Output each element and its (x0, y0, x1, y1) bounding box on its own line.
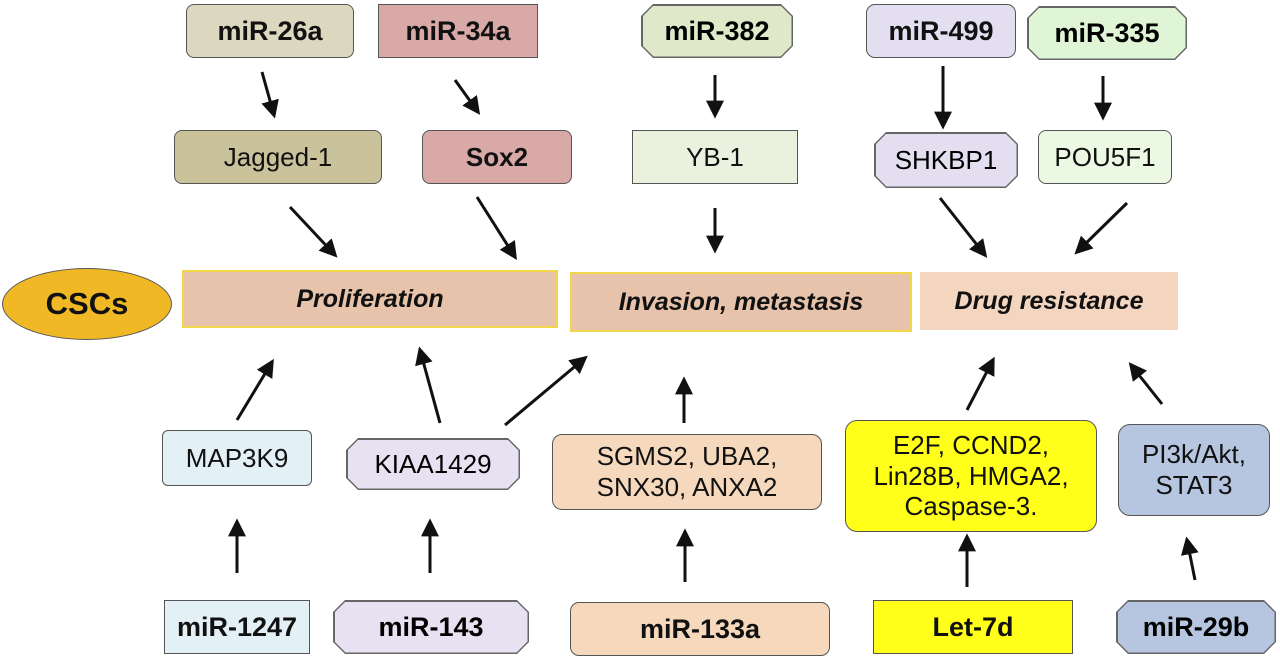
kiaa1429-label: KIAA1429 (374, 448, 492, 479)
e2f-line2: Lin28B, HMGA2, (873, 460, 1069, 491)
arrow-mir29b-pi3k (1180, 536, 1199, 581)
shkbp1-box: SHKBP1 (874, 132, 1018, 188)
kiaa1429-box: KIAA1429 (346, 438, 520, 490)
mir133a-box: miR-133a (570, 602, 830, 656)
mir335-label: miR-335 (1054, 17, 1160, 48)
pou5f1-label: POU5F1 (1054, 141, 1156, 172)
outcome-proliferation-label: Proliferation (296, 284, 444, 313)
jagged1-box: Jagged-1 (174, 130, 382, 184)
arrow-sox2-proliferation (475, 196, 517, 261)
map3k9-box: MAP3K9 (162, 430, 312, 486)
pi3k-line1: PI3k/Akt, (1141, 439, 1247, 470)
mir29b-label: miR-29b (1142, 611, 1250, 642)
mir499-label: miR-499 (888, 15, 994, 46)
mir499-box: miR-499 (866, 4, 1016, 58)
outcome-drug-label: Drug resistance (954, 286, 1144, 315)
sox2-label: Sox2 (465, 141, 529, 172)
mir143-label: miR-143 (378, 611, 484, 642)
yb1-box: YB-1 (632, 130, 798, 184)
mir26a-box: miR-26a (186, 4, 354, 58)
mir133a-label: miR-133a (639, 613, 761, 644)
let7d-box: Let-7d (873, 600, 1073, 654)
pou5f1-box: POU5F1 (1038, 130, 1172, 184)
sgms2-box: SGMS2, UBA2, SNX30, ANXA2 (552, 434, 822, 510)
outcome-drug-resistance: Drug resistance (920, 272, 1178, 330)
map3k9-label: MAP3K9 (185, 442, 289, 473)
arrow-pi3k-drug (1128, 362, 1164, 405)
cscs-ellipse: CSCs (2, 268, 172, 340)
arrow-mir34a-sox2 (453, 79, 481, 115)
sgms2-line1: SGMS2, UBA2, (596, 441, 778, 472)
sox2-box: Sox2 (422, 130, 572, 184)
pi3k-box: PI3k/Akt, STAT3 (1118, 424, 1270, 516)
jagged1-label: Jagged-1 (223, 141, 333, 172)
mir382-label: miR-382 (664, 15, 770, 46)
arrow-kiaa1429-invasion (504, 355, 588, 427)
pi3k-line2: STAT3 (1155, 470, 1233, 500)
mir1247-label: miR-1247 (176, 611, 298, 642)
arrow-kiaa1429-proliferation (415, 346, 442, 424)
let7d-label: Let-7d (932, 611, 1014, 642)
mir34a-label: miR-34a (405, 15, 511, 46)
mir26a-label: miR-26a (217, 15, 323, 46)
e2f-line1: E2F, CCND2, (892, 429, 1050, 460)
yb1-label: YB-1 (686, 141, 744, 172)
outcome-invasion: Invasion, metastasis (570, 272, 912, 332)
e2f-box: E2F, CCND2, Lin28B, HMGA2, Caspase-3. (845, 420, 1097, 532)
mir34a-box: miR-34a (378, 4, 538, 58)
mir1247-box: miR-1247 (164, 600, 310, 654)
outcome-invasion-label: Invasion, metastasis (618, 287, 864, 316)
arrow-shkbp1-drug (938, 197, 988, 258)
cscs-label: CSCs (45, 286, 129, 321)
mir335-box: miR-335 (1027, 6, 1187, 60)
outcome-proliferation: Proliferation (182, 270, 558, 328)
sgms2-line2: SNX30, ANXA2 (596, 472, 778, 502)
mir143-box: miR-143 (333, 600, 529, 654)
arrow-jagged1-proliferation (288, 205, 338, 258)
arrow-map3k9-proliferation (235, 358, 274, 421)
shkbp1-label: SHKBP1 (894, 144, 998, 175)
e2f-line3: Caspase-3. (904, 491, 1038, 522)
mir382-box: miR-382 (641, 4, 793, 58)
arrow-e2f-drug (965, 356, 995, 411)
mir29b-box: miR-29b (1116, 600, 1276, 654)
arrow-pou5f1-drug (1074, 201, 1129, 255)
arrow-mir26a-jagged1 (260, 71, 279, 119)
